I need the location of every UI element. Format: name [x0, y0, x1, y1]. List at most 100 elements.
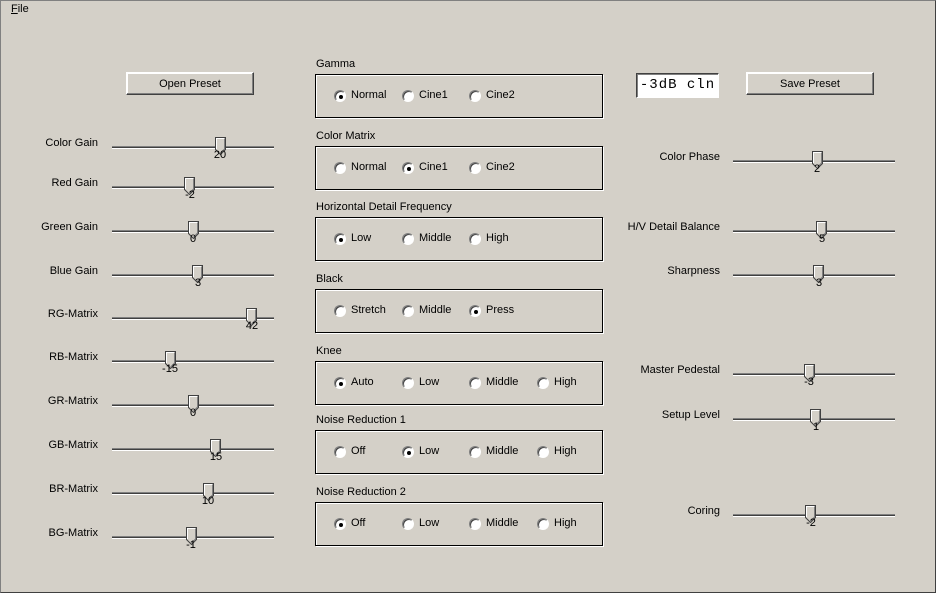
radio-label: Cine1 — [419, 89, 448, 101]
radio-circle — [402, 233, 414, 245]
slider-thumb[interactable] — [192, 265, 203, 284]
slider-thumb[interactable] — [804, 364, 815, 383]
radio-circle — [402, 90, 414, 102]
open-preset-button[interactable]: Open Preset — [126, 72, 254, 95]
slider-thumb[interactable] — [186, 527, 197, 546]
slider-label: GB-Matrix — [48, 439, 99, 451]
menu-file[interactable]: File — [11, 3, 29, 15]
slider-label: Blue Gain — [49, 265, 98, 277]
slider-value: -15 — [162, 363, 178, 375]
radio-label: Normal — [351, 89, 387, 101]
slider-coring: Coring -2 — [0, 505, 936, 549]
radio-label: High — [554, 517, 577, 529]
slider-track[interactable] — [112, 360, 274, 363]
slider-thumb[interactable] — [203, 483, 214, 502]
slider-label: BG-Matrix — [48, 527, 99, 539]
group-title: Knee — [316, 345, 342, 357]
radio-label: Low — [419, 445, 440, 457]
slider-label: Red Gain — [51, 177, 98, 189]
radio-circle — [469, 518, 481, 530]
slider-thumb[interactable] — [813, 265, 824, 284]
radio-circle — [469, 377, 481, 389]
radio-circle — [402, 305, 414, 317]
radio-label: High — [486, 232, 509, 244]
slider-thumb[interactable] — [810, 409, 821, 428]
slider-thumb[interactable] — [816, 221, 827, 240]
radio-selected-dot — [407, 451, 411, 455]
slider-value: 20 — [213, 149, 227, 161]
slider-value: 10 — [201, 495, 215, 507]
slider-thumb[interactable] — [188, 221, 199, 240]
slider-thumb[interactable] — [210, 439, 221, 458]
radio-label: High — [554, 376, 577, 388]
group-box — [315, 361, 603, 405]
group-title: Black — [316, 273, 343, 285]
slider-value: -1 — [186, 539, 196, 551]
slider-thumb[interactable] — [805, 505, 816, 524]
slider-green-gain: Green Gain 0 — [0, 221, 936, 265]
radio-selected-dot — [339, 523, 343, 527]
radio-selected-dot — [339, 95, 343, 99]
radio-circle — [537, 446, 549, 458]
slider-track[interactable] — [112, 146, 274, 149]
radio-label: Cine2 — [486, 89, 515, 101]
slider-value: 0 — [189, 233, 197, 245]
radio-circle — [469, 162, 481, 174]
radio-label: Middle — [419, 232, 452, 244]
group-box — [315, 74, 603, 118]
group-box — [315, 289, 603, 333]
slider-value: 3 — [815, 277, 823, 289]
slider-label: Green Gain — [41, 221, 98, 233]
radio-circle — [334, 233, 346, 245]
slider-blue-gain: Blue Gain 3 — [0, 265, 936, 309]
group-box — [315, 146, 603, 190]
slider-track[interactable] — [112, 492, 274, 495]
radio-label: Middle — [419, 304, 452, 316]
radio-label: Middle — [486, 376, 519, 388]
slider-value: -2 — [806, 517, 816, 529]
slider-label: Setup Level — [661, 409, 720, 421]
slider-label: H/V Detail Balance — [627, 221, 720, 233]
slider-track[interactable] — [733, 230, 895, 233]
radio-selected-dot — [474, 310, 478, 314]
save-preset-button[interactable]: Save Preset — [746, 72, 874, 95]
slider-gb-matrix: GB-Matrix 15 — [0, 439, 936, 483]
radio-label: Off — [351, 517, 366, 529]
slider-value: 0 — [189, 407, 197, 419]
radio-circle — [469, 90, 481, 102]
slider-track[interactable] — [112, 448, 274, 451]
slider-value: 15 — [209, 451, 223, 463]
radio-label: Normal — [351, 161, 387, 173]
status-display: -3dB cln — [636, 73, 719, 98]
radio-circle — [334, 377, 346, 389]
radio-circle — [334, 305, 346, 317]
slider-thumb[interactable] — [184, 177, 195, 196]
slider-label: GR-Matrix — [47, 395, 98, 407]
radio-circle — [334, 162, 346, 174]
slider-thumb[interactable] — [812, 151, 823, 170]
slider-label: RG-Matrix — [47, 308, 98, 320]
radio-selected-dot — [339, 238, 343, 242]
radio-label: Cine1 — [419, 161, 448, 173]
radio-circle — [469, 305, 481, 317]
group-box — [315, 430, 603, 474]
radio-label: Press — [486, 304, 515, 316]
group-title: Noise Reduction 2 — [316, 486, 406, 498]
radio-circle — [334, 446, 346, 458]
group-box — [315, 217, 603, 261]
slider-bg-matrix: BG-Matrix -1 — [0, 527, 936, 571]
slider-thumb[interactable] — [165, 351, 176, 370]
radio-circle — [469, 446, 481, 458]
slider-thumb[interactable] — [246, 308, 257, 327]
slider-track[interactable] — [112, 317, 274, 320]
slider-thumb[interactable] — [188, 395, 199, 414]
menu-bar: File — [0, 0, 936, 18]
slider-label: Coring — [687, 505, 720, 517]
radio-circle — [334, 518, 346, 530]
slider-label: Color Gain — [45, 137, 98, 149]
slider-thumb[interactable] — [215, 137, 226, 156]
